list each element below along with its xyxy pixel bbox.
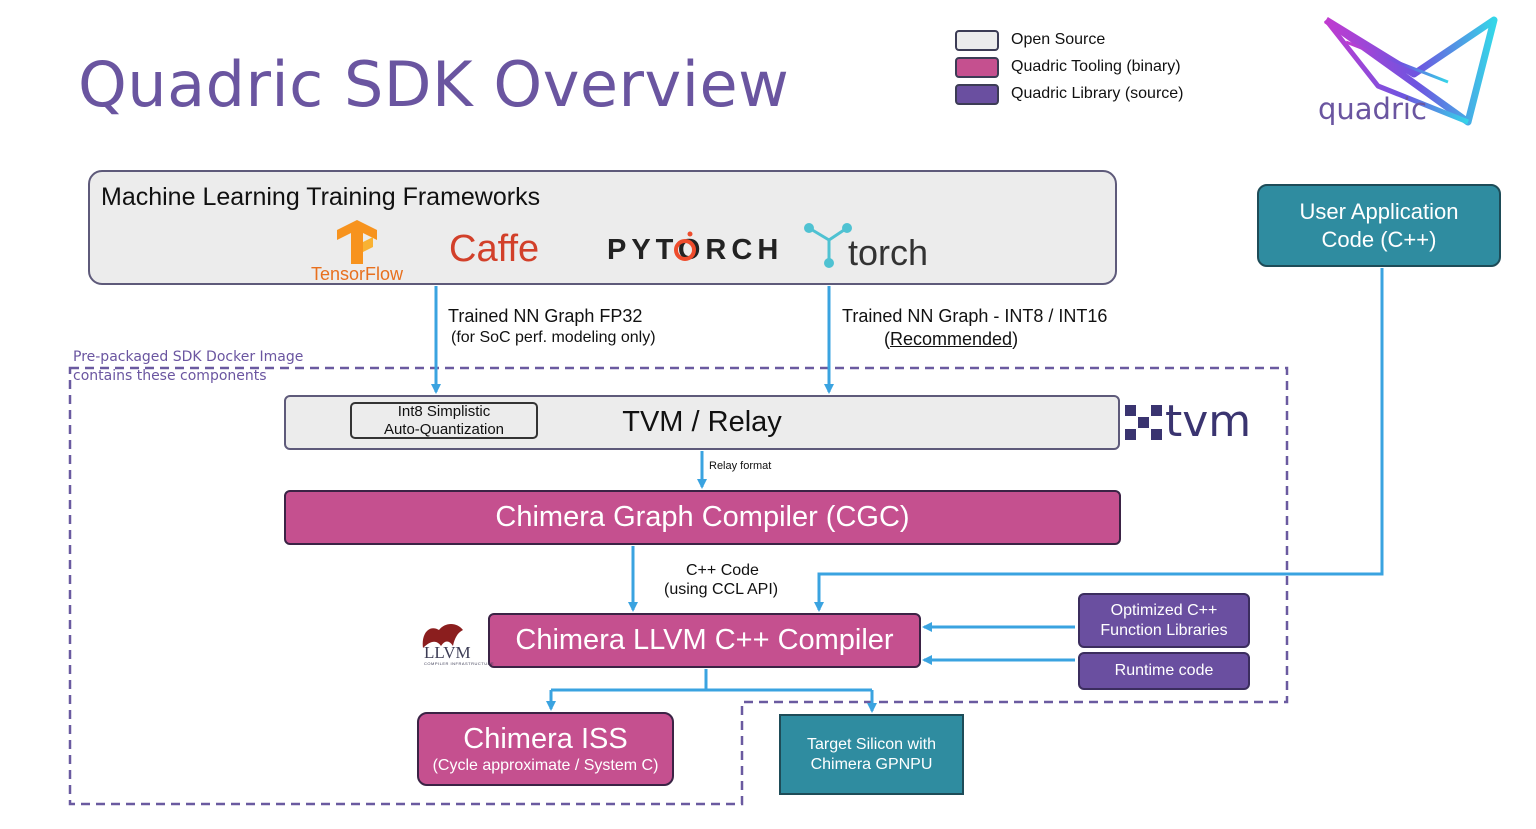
tvm-logo-text: tvm bbox=[1165, 396, 1252, 447]
optimized-libraries-box: Optimized C++ Function Libraries bbox=[1078, 593, 1250, 648]
ml-frameworks-title: Machine Learning Training Frameworks bbox=[101, 183, 541, 211]
target-silicon-box: Target Silicon with Chimera GPNPU bbox=[779, 714, 964, 795]
user-application-box: User Application Code (C++) bbox=[1257, 184, 1501, 267]
edge-label-int: Trained NN Graph - INT8 / INT16 bbox=[842, 306, 1108, 326]
tvm-logo-icon bbox=[1125, 405, 1162, 440]
target-silicon-line1: Target Silicon with bbox=[807, 735, 936, 753]
user-application-line2: Code (C++) bbox=[1321, 226, 1437, 252]
recommended-text: Recommended bbox=[890, 329, 1013, 349]
legend-item-quadric-library: Quadric Library (source) bbox=[955, 82, 1184, 106]
chimera-iss-title: Chimera ISS bbox=[463, 723, 628, 755]
legend-swatch-open-source bbox=[955, 29, 999, 51]
tvm-relay-title: TVM / Relay bbox=[622, 406, 782, 438]
docker-label: Pre-packaged SDK Docker Image contains t… bbox=[73, 348, 303, 386]
quadric-logo-text: quadric bbox=[1318, 92, 1427, 126]
edge-label-fp32: Trained NN Graph FP32 bbox=[448, 306, 643, 326]
tensorflow-logo-icon bbox=[337, 220, 377, 264]
runtime-code-box: Runtime code bbox=[1078, 652, 1250, 690]
pytorch-flame-icon bbox=[674, 231, 696, 261]
torch-logo-text: torch bbox=[848, 232, 929, 273]
edge-label-cpp-code: C++ Code bbox=[686, 562, 759, 579]
legend-label: Open Source bbox=[1011, 31, 1106, 48]
edge-label-recommended: (Recommended) bbox=[884, 329, 1019, 349]
llvm-compiler-title: Chimera LLVM C++ Compiler bbox=[515, 624, 894, 656]
arrow-user-app-to-llvm bbox=[814, 268, 1384, 612]
llvm-logo-subtext: COMPILER INFRASTRUCTURE bbox=[424, 661, 495, 666]
chimera-iss-box: Chimera ISS (Cycle approximate / System … bbox=[417, 712, 674, 786]
cgc-box: Chimera Graph Compiler (CGC) bbox=[284, 490, 1121, 545]
docker-label-line1: Pre-packaged SDK Docker Image bbox=[73, 349, 304, 365]
optimized-libraries-line2: Function Libraries bbox=[1100, 621, 1228, 639]
tensorflow-logo-text: TensorFlow bbox=[311, 264, 404, 284]
legend-label: Quadric Tooling (binary) bbox=[1011, 58, 1181, 75]
target-silicon-line2: Chimera GPNPU bbox=[810, 755, 933, 773]
edge-label-ccl-api: (using CCL API) bbox=[664, 581, 779, 598]
torch-logo-icon bbox=[804, 223, 852, 268]
chimera-iss-subtitle: (Cycle approximate / System C) bbox=[432, 757, 659, 774]
legend-label: Quadric Library (source) bbox=[1011, 85, 1184, 102]
llvm-logo-text: LLVM bbox=[424, 643, 471, 662]
optimized-libraries-line1: Optimized C++ bbox=[1110, 601, 1218, 619]
quadric-logo-icon bbox=[1323, 16, 1498, 126]
edge-label-relay-format: Relay format bbox=[709, 460, 772, 472]
edge-label-fp32-note: (for SoC perf. modeling only) bbox=[451, 329, 656, 346]
auto-quantization-line2: Auto-Quantization bbox=[383, 420, 505, 438]
user-application-line1: User Application bbox=[1299, 198, 1459, 224]
legend-swatch-quadric-tooling bbox=[955, 56, 999, 78]
cgc-title: Chimera Graph Compiler (CGC) bbox=[495, 501, 910, 533]
legend-swatch-quadric-library bbox=[955, 83, 999, 105]
auto-quantization-line1: Int8 Simplistic bbox=[397, 402, 491, 420]
caffe-logo-text: Caffe bbox=[449, 228, 540, 270]
runtime-code-title: Runtime code bbox=[1114, 662, 1214, 679]
ml-frameworks-box: Machine Learning Training Frameworks Ten… bbox=[88, 170, 1117, 285]
page-title: Quadric SDK Overview bbox=[78, 48, 790, 121]
legend-item-quadric-tooling: Quadric Tooling (binary) bbox=[955, 55, 1181, 79]
llvm-dragon-icon bbox=[422, 624, 463, 648]
auto-quantization-box: Int8 Simplistic Auto-Quantization bbox=[350, 402, 538, 439]
legend-item-open-source: Open Source bbox=[955, 28, 1105, 52]
llvm-compiler-box: Chimera LLVM C++ Compiler bbox=[488, 613, 921, 668]
docker-label-line2: contains these components bbox=[73, 368, 267, 384]
